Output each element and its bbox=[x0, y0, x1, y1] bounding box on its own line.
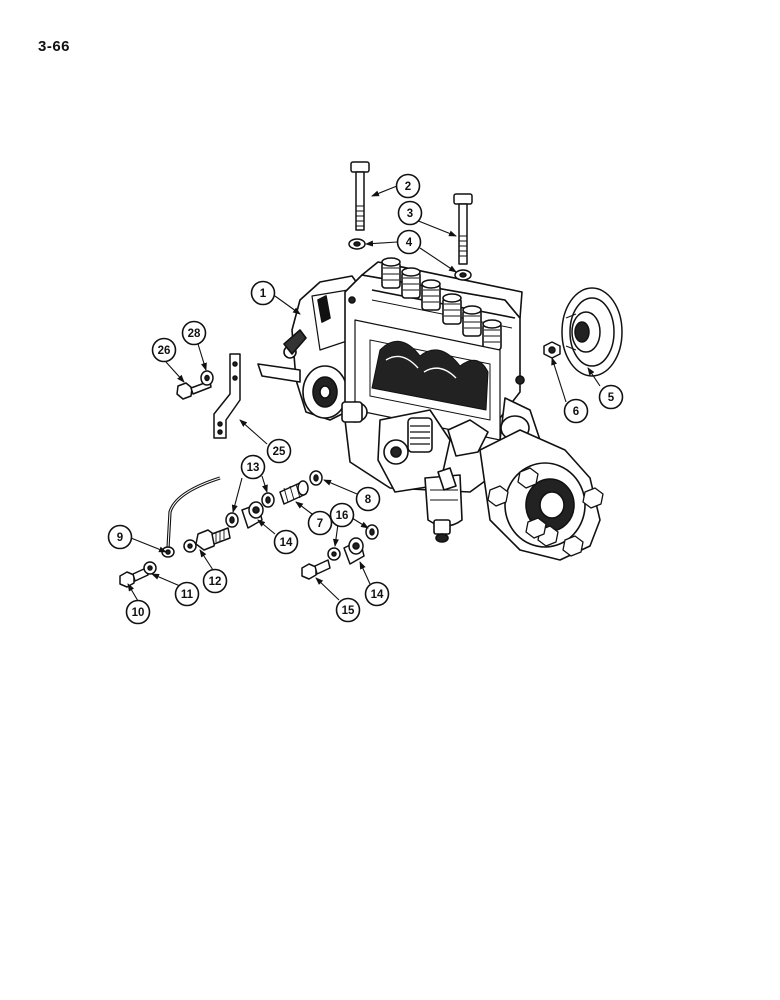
callout-26: 26 bbox=[151, 337, 177, 363]
washer-part-16 bbox=[327, 524, 379, 561]
svg-text:7: 7 bbox=[317, 518, 323, 530]
bolt-part-3 bbox=[453, 193, 473, 265]
callout-25: 25 bbox=[266, 438, 292, 464]
callout-7: 7 bbox=[307, 510, 333, 536]
injection-pump-assembly bbox=[257, 257, 604, 561]
callout-12: 12 bbox=[202, 568, 228, 594]
bolt-part-2 bbox=[350, 161, 370, 231]
callout-8: 8 bbox=[355, 486, 381, 512]
svg-text:14: 14 bbox=[280, 537, 293, 549]
pulley-part-5 bbox=[561, 287, 623, 377]
nut-part-6 bbox=[543, 341, 561, 359]
callout-3: 3 bbox=[397, 200, 423, 226]
banjo-fitting-part-14-right bbox=[343, 537, 365, 565]
svg-text:8: 8 bbox=[365, 494, 372, 506]
svg-text:10: 10 bbox=[132, 607, 145, 619]
svg-text:11: 11 bbox=[181, 589, 194, 601]
callout-14-right: 14 bbox=[364, 581, 390, 607]
svg-text:12: 12 bbox=[209, 576, 222, 588]
callout-28: 28 bbox=[181, 320, 207, 346]
banjo-fitting-part-14-left bbox=[241, 501, 264, 529]
callout-1: 1 bbox=[250, 280, 276, 306]
svg-text:3: 3 bbox=[407, 208, 413, 220]
svg-text:4: 4 bbox=[406, 237, 413, 249]
callout-2: 2 bbox=[395, 173, 421, 199]
washer-part-28 bbox=[200, 370, 214, 386]
callout-13: 13 bbox=[240, 454, 266, 480]
bracket-part-25 bbox=[213, 353, 241, 439]
svg-text:14: 14 bbox=[371, 589, 384, 601]
banjo-bolt-part-12 bbox=[183, 527, 231, 553]
callout-5: 5 bbox=[598, 384, 624, 410]
svg-text:25: 25 bbox=[273, 446, 286, 458]
callout-14-left: 14 bbox=[273, 529, 299, 555]
svg-text:6: 6 bbox=[573, 406, 579, 418]
callout-4: 4 bbox=[396, 229, 422, 255]
svg-text:16: 16 bbox=[336, 510, 349, 522]
callout-6: 6 bbox=[563, 398, 589, 424]
svg-text:15: 15 bbox=[342, 605, 355, 617]
callout-badges: 1 2 3 4 5 6 7 8 9 10 11 12 13 14 14 15 1… bbox=[107, 173, 624, 625]
leader-lines bbox=[127, 185, 601, 602]
callout-9: 9 bbox=[107, 524, 133, 550]
washer-part-4 bbox=[348, 238, 472, 281]
svg-text:9: 9 bbox=[117, 532, 123, 544]
washer-part-11 bbox=[143, 561, 157, 575]
callout-10: 10 bbox=[125, 599, 151, 625]
svg-text:2: 2 bbox=[405, 181, 411, 193]
bolt-part-10 bbox=[119, 567, 149, 588]
callout-16: 16 bbox=[329, 502, 355, 528]
svg-text:26: 26 bbox=[158, 345, 171, 357]
washer-part-8 bbox=[309, 470, 323, 486]
svg-text:28: 28 bbox=[188, 328, 201, 340]
connector-part-7 bbox=[279, 480, 309, 505]
svg-text:1: 1 bbox=[260, 288, 267, 300]
callout-11: 11 bbox=[174, 581, 200, 607]
bolt-part-15 bbox=[301, 559, 331, 580]
svg-text:13: 13 bbox=[247, 462, 260, 474]
page-number: 3-66 bbox=[38, 38, 71, 55]
washer-part-13 bbox=[225, 492, 275, 528]
svg-text:5: 5 bbox=[608, 392, 615, 404]
callout-15: 15 bbox=[335, 597, 361, 623]
